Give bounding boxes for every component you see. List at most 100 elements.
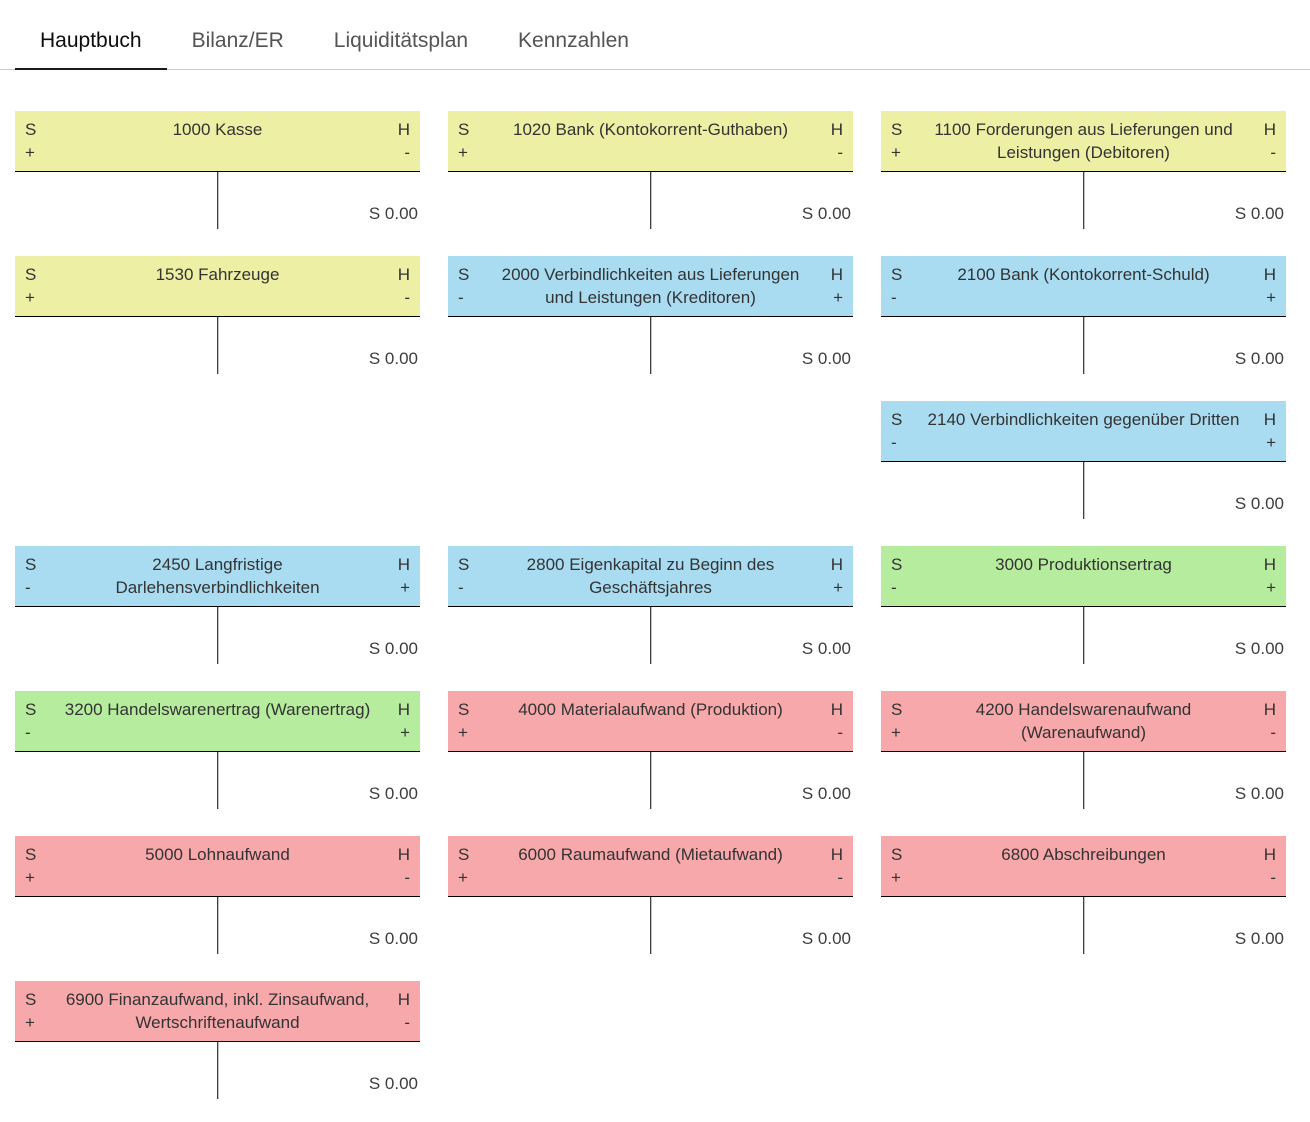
account-title: 3000 Produktionsertrag xyxy=(995,555,1172,574)
t-divider-line xyxy=(216,752,219,809)
account-saldo: S 0.00 xyxy=(368,639,418,658)
t-account: S + 1530 Fahrzeuge H - S 0.00 xyxy=(15,256,420,401)
debit-sign: - xyxy=(25,578,31,597)
account-saldo: S 0.00 xyxy=(1234,639,1284,658)
account-saldo: S 0.00 xyxy=(368,1074,418,1093)
debit-sign: - xyxy=(25,723,31,742)
credit-sign: - xyxy=(837,143,843,162)
debit-sign: - xyxy=(891,433,897,452)
t-account-header: S - 3200 Handelswarenertrag (Warenertrag… xyxy=(15,691,420,751)
account-saldo: S 0.00 xyxy=(368,349,418,368)
credit-letter: H xyxy=(1263,845,1276,864)
debit-letter: S xyxy=(25,990,37,1009)
debit-sign: + xyxy=(25,143,35,162)
debit-letter: S xyxy=(25,265,37,284)
ledger-grid: S + 1000 Kasse H - S 0.00 S + 1020 Bank … xyxy=(15,111,1286,1122)
debit-letter: S xyxy=(891,845,903,864)
debit-sign: - xyxy=(891,288,897,307)
tab-kennzahlen[interactable]: Kennzahlen xyxy=(518,29,629,52)
debit-sign: + xyxy=(458,723,468,742)
t-account-body: S 0.00 xyxy=(448,751,853,809)
t-account: S - 2000 Verbindlichkeiten aus Lieferung… xyxy=(448,256,853,401)
t-account-body: S 0.00 xyxy=(881,606,1286,664)
account-title: 1530 Fahrzeuge xyxy=(155,265,280,284)
t-account-header: S + 6900 Finanzaufwand, inkl. Zinsaufwan… xyxy=(15,981,420,1041)
t-divider-line xyxy=(649,172,652,229)
debit-letter: S xyxy=(891,555,903,574)
t-divider-line xyxy=(649,752,652,809)
credit-letter: H xyxy=(397,845,410,864)
t-divider-line xyxy=(1082,172,1085,229)
credit-sign: + xyxy=(400,578,410,597)
t-account: S - 2450 Langfristige Darlehensverbindli… xyxy=(15,546,420,691)
account-saldo: S 0.00 xyxy=(1234,204,1284,223)
credit-sign: - xyxy=(404,1013,410,1032)
t-account-header: S - 2450 Langfristige Darlehensverbindli… xyxy=(15,546,420,606)
debit-letter: S xyxy=(25,555,37,574)
account-saldo: S 0.00 xyxy=(801,639,851,658)
credit-sign: - xyxy=(404,288,410,307)
t-account-body: S 0.00 xyxy=(881,751,1286,809)
debit-sign: + xyxy=(25,1013,35,1032)
t-divider-line xyxy=(216,1042,219,1099)
credit-letter: H xyxy=(397,700,410,719)
debit-letter: S xyxy=(25,845,37,864)
account-title: 4000 Materialaufwand (Produktion) xyxy=(518,700,783,719)
t-account-body: S 0.00 xyxy=(15,1041,420,1099)
account-title: 6000 Raumaufwand (Mietaufwand) xyxy=(518,845,783,864)
debit-sign: + xyxy=(458,143,468,162)
credit-sign: - xyxy=(1270,143,1276,162)
t-account: S - 2140 Verbindlichkeiten gegenüber Dri… xyxy=(881,401,1286,546)
t-account-header: S + 1020 Bank (Kontokorrent-Guthaben) H … xyxy=(448,111,853,171)
t-account-header: S - 3000 Produktionsertrag H + xyxy=(881,546,1286,606)
tab-hauptbuch[interactable]: Hauptbuch xyxy=(15,29,167,70)
credit-sign: + xyxy=(833,288,843,307)
credit-sign: - xyxy=(837,723,843,742)
t-divider-line xyxy=(216,317,219,374)
credit-sign: + xyxy=(400,723,410,742)
t-account-header: S + 1530 Fahrzeuge H - xyxy=(15,256,420,316)
credit-letter: H xyxy=(397,555,410,574)
account-saldo: S 0.00 xyxy=(801,204,851,223)
account-saldo: S 0.00 xyxy=(1234,784,1284,803)
t-account-body: S 0.00 xyxy=(881,461,1286,519)
t-account-body: S 0.00 xyxy=(15,171,420,229)
debit-sign: - xyxy=(458,578,464,597)
account-saldo: S 0.00 xyxy=(801,784,851,803)
t-account-body: S 0.00 xyxy=(448,606,853,664)
credit-sign: + xyxy=(1266,288,1276,307)
account-title: 1020 Bank (Kontokorrent-Guthaben) xyxy=(512,120,788,139)
credit-letter: H xyxy=(830,700,843,719)
t-account-header: S - 2100 Bank (Kontokorrent-Schuld) H + xyxy=(881,256,1286,316)
credit-letter: H xyxy=(830,555,843,574)
t-divider-line xyxy=(1082,897,1085,954)
debit-letter: S xyxy=(458,120,470,139)
t-account-body: S 0.00 xyxy=(15,606,420,664)
t-account: S - 2800 Eigenkapital zu Beginn des Gesc… xyxy=(448,546,853,691)
credit-letter: H xyxy=(397,990,410,1009)
credit-letter: H xyxy=(397,265,410,284)
credit-sign: - xyxy=(404,143,410,162)
credit-letter: H xyxy=(830,120,843,139)
t-divider-line xyxy=(649,897,652,954)
tab-liquiditätsplan[interactable]: Liquiditätsplan xyxy=(333,29,469,52)
credit-sign: + xyxy=(833,578,843,597)
debit-letter: S xyxy=(458,265,470,284)
account-title: 2140 Verbindlichkeiten gegenüber Dritten xyxy=(927,410,1240,429)
account-title: 1000 Kasse xyxy=(172,120,263,139)
debit-sign: + xyxy=(891,868,901,887)
debit-letter: S xyxy=(891,700,903,719)
account-saldo: S 0.00 xyxy=(801,929,851,948)
debit-letter: S xyxy=(458,555,470,574)
t-divider-line xyxy=(216,172,219,229)
debit-letter: S xyxy=(891,120,903,139)
debit-sign: + xyxy=(891,143,901,162)
credit-letter: H xyxy=(1263,555,1276,574)
tab-bilanz-er[interactable]: Bilanz/ER xyxy=(191,29,284,52)
credit-sign: - xyxy=(404,868,410,887)
t-divider-line xyxy=(1082,607,1085,664)
account-title: 1100 Forderungen aus Lieferungen und Lei… xyxy=(934,120,1233,162)
account-title: 2450 Langfristige Darlehensverbindlichke… xyxy=(115,555,320,597)
credit-sign: + xyxy=(1266,578,1276,597)
credit-letter: H xyxy=(1263,120,1276,139)
